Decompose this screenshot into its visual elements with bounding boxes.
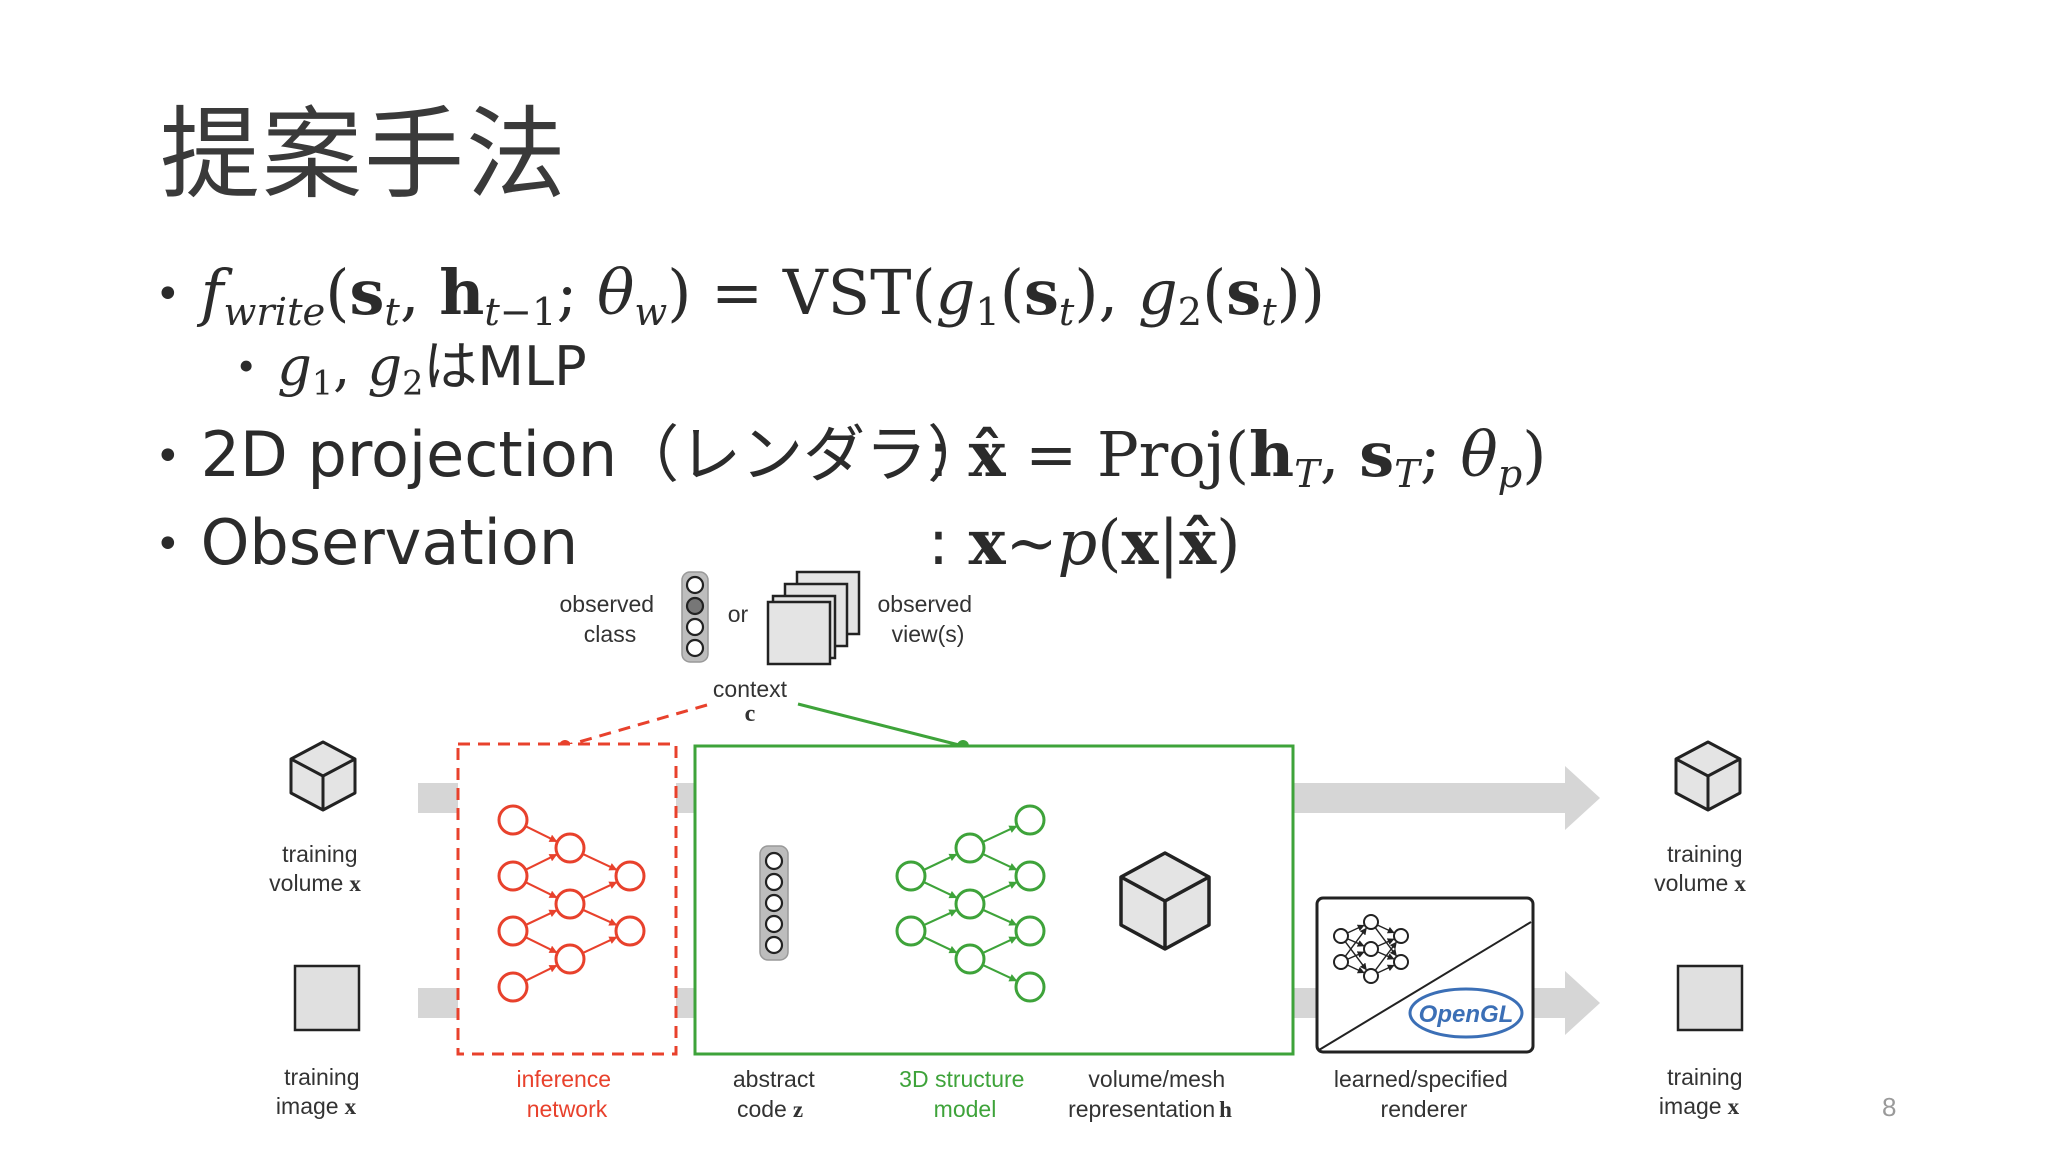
structure-node bbox=[1014, 915, 1046, 947]
bullet-g-text: はMLP bbox=[423, 335, 587, 398]
renderer-node bbox=[1393, 928, 1409, 944]
svg-text:OpenGL: OpenGL bbox=[1419, 1001, 1514, 1028]
structure-model-graph bbox=[895, 804, 1046, 1003]
renderer-node bbox=[1363, 914, 1379, 930]
inference-node bbox=[554, 888, 586, 920]
context-label: context bbox=[713, 676, 788, 702]
training-image-right bbox=[1676, 964, 1744, 1032]
renderer-label: learned/specified renderer bbox=[1334, 1066, 1514, 1122]
training-image-left bbox=[293, 964, 361, 1032]
network-edge bbox=[525, 881, 558, 899]
training-volume-cube-left bbox=[289, 740, 357, 812]
inference-node bbox=[554, 943, 586, 975]
structure-model-label: 3D structure model bbox=[899, 1066, 1031, 1122]
network-edge bbox=[982, 936, 1018, 955]
network-edge bbox=[982, 908, 1018, 926]
network-edge bbox=[1377, 938, 1395, 947]
network-edge bbox=[982, 881, 1018, 900]
training-volume-cube-right bbox=[1674, 740, 1742, 812]
inference-network-label: inference network bbox=[516, 1066, 617, 1122]
context-to-inference-link bbox=[564, 703, 708, 748]
inference-node bbox=[614, 860, 646, 892]
network-edge bbox=[1377, 951, 1395, 960]
observed-class-vector bbox=[681, 571, 709, 663]
network-edge bbox=[923, 909, 958, 927]
network-edge bbox=[525, 964, 558, 982]
network-edge bbox=[982, 963, 1018, 982]
renderer-node bbox=[1363, 941, 1379, 957]
renderer-node bbox=[1333, 954, 1349, 970]
renderer-node bbox=[1393, 954, 1409, 970]
bullet-observation: •Observation bbox=[155, 506, 579, 579]
observed-views-stack bbox=[766, 570, 861, 666]
network-edge bbox=[1347, 951, 1365, 960]
abstract-code-vector bbox=[759, 845, 789, 961]
network-edge bbox=[923, 881, 958, 899]
opengl-logo: OpenGL bbox=[1408, 987, 1524, 1039]
structure-node bbox=[1014, 860, 1046, 892]
observed-views-label: observed view(s) bbox=[877, 591, 978, 647]
network-edge bbox=[582, 936, 618, 955]
page-title: 提案手法 bbox=[160, 96, 568, 213]
page-number: 8 bbox=[1882, 1092, 1897, 1122]
structure-node bbox=[954, 943, 986, 975]
network-edge bbox=[582, 852, 618, 871]
bullet-2d-projection: •2D projection（レンダラ） bbox=[155, 418, 990, 491]
network-edge bbox=[525, 825, 558, 843]
observed-class-label: observed class bbox=[559, 591, 660, 647]
network-edge bbox=[1347, 924, 1365, 934]
network-edge bbox=[1377, 964, 1395, 974]
inference-node bbox=[497, 971, 529, 1003]
network-edge bbox=[582, 908, 618, 926]
volume-mesh-cube bbox=[1119, 851, 1211, 951]
context-symbol: c bbox=[745, 701, 756, 727]
or-label: or bbox=[728, 601, 749, 627]
network-edge bbox=[1347, 964, 1365, 974]
bullet-observation-label: Observation bbox=[200, 506, 579, 579]
bullet-g1-g2-mlp: •g1, g2はMLP bbox=[235, 335, 587, 403]
structure-node bbox=[895, 915, 927, 947]
inference-node bbox=[497, 915, 529, 947]
structure-node bbox=[1014, 971, 1046, 1003]
inference-node bbox=[497, 860, 529, 892]
projection-formula: : x̂ = Proj(hT, sT; θp) bbox=[928, 418, 1547, 497]
bullet-2d-projection-label: 2D projection（レンダラ） bbox=[200, 418, 990, 491]
network-edge bbox=[525, 909, 558, 926]
observation-formula: : x~p(x|x̂) bbox=[928, 506, 1241, 579]
renderer-node bbox=[1333, 928, 1349, 944]
renderer-node bbox=[1363, 968, 1379, 984]
network-edge bbox=[582, 881, 618, 900]
structure-node bbox=[1014, 804, 1046, 836]
network-edge bbox=[525, 936, 558, 954]
renderer-network-graph bbox=[1333, 914, 1409, 984]
network-edge bbox=[1377, 924, 1395, 934]
network-edge bbox=[982, 852, 1018, 871]
inference-node bbox=[614, 915, 646, 947]
network-edge bbox=[525, 853, 558, 871]
network-edge bbox=[1374, 941, 1397, 971]
inference-node bbox=[497, 804, 529, 836]
context-to-structure-link bbox=[797, 702, 964, 748]
network-edge bbox=[1374, 927, 1397, 957]
network-edge bbox=[923, 853, 958, 871]
structure-node bbox=[954, 888, 986, 920]
structure-node bbox=[954, 832, 986, 864]
network-edge bbox=[1344, 927, 1367, 957]
structure-node bbox=[895, 860, 927, 892]
bullet-fwrite-formula: •fwrite(st, ht−1; θw) = VST(g1(st), g2(s… bbox=[155, 256, 1326, 335]
inference-node bbox=[554, 832, 586, 864]
inference-network-graph bbox=[497, 804, 646, 1003]
network-edge bbox=[982, 825, 1018, 844]
network-edge bbox=[923, 936, 958, 954]
